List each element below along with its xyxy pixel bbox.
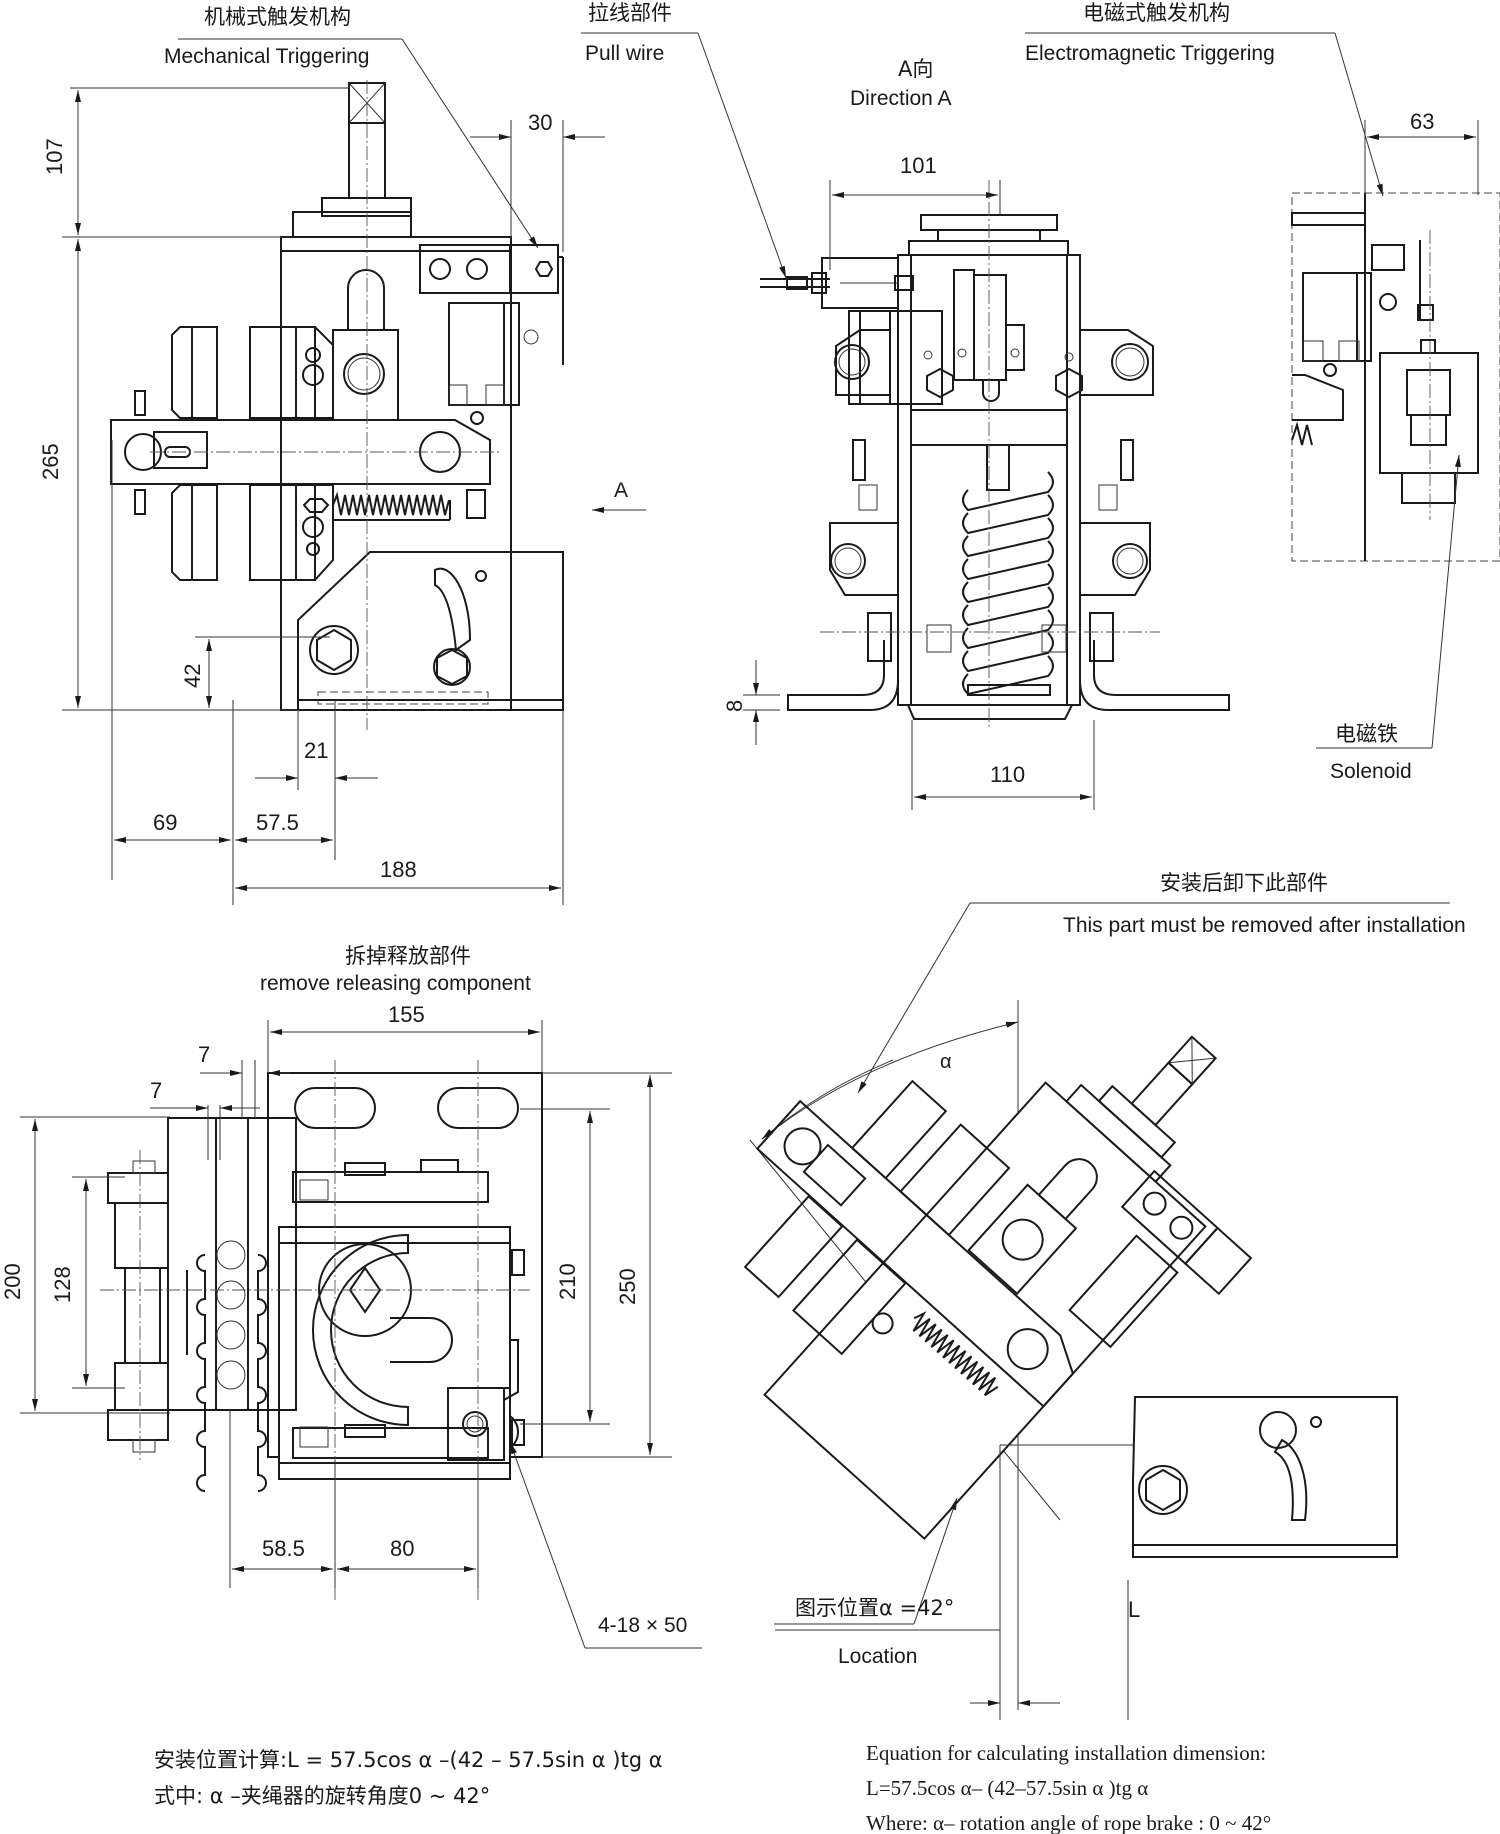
dim-155: 155: [388, 1002, 425, 1027]
electromagnetic-triggering-en: Electromagnetic Triggering: [1025, 42, 1275, 65]
tension-spring: [332, 491, 450, 516]
electromagnetic-triggering-cn: 电磁式触发机构: [1083, 1, 1230, 25]
plan-view: 拆掉释放部件 remove releasing component: [0, 944, 702, 1649]
remove-component-cn: 拆掉释放部件: [345, 944, 471, 968]
slot-spec-label: 4-18 × 50: [598, 1614, 687, 1637]
main-lever: [110, 419, 491, 485]
dim-110: 110: [990, 762, 1025, 787]
dim-63: 63: [1410, 109, 1434, 134]
dim-265: 265: [38, 443, 63, 480]
dim-101: 101: [900, 153, 937, 178]
mechanical-triggering-cn: 机械式触发机构: [204, 5, 351, 29]
solenoid-en: Solenoid: [1330, 760, 1412, 783]
remove-after-installation-en: This part must be removed after installa…: [1063, 914, 1466, 937]
remove-after-installation-cn: 安装后卸下此部件: [1160, 871, 1328, 895]
pull-wire-en: Pull wire: [585, 42, 664, 65]
dim-57-5: 57.5: [256, 810, 299, 835]
pull-wire-cn: 拉线部件: [588, 1, 672, 25]
dim-210: 210: [555, 1263, 580, 1300]
formulas: 安装位置计算:L = 57.5cos α –(42 – 57.5sin α )t…: [154, 1741, 1271, 1834]
remove-component-en: remove releasing component: [260, 972, 531, 995]
location-en: Location: [838, 1645, 917, 1668]
dim-188: 188: [380, 857, 417, 882]
view-arrow-a-label: A: [614, 479, 628, 502]
main-body: [280, 236, 512, 711]
direction-a-cn: A向: [898, 57, 933, 81]
mechanical-triggering-en: Mechanical Triggering: [164, 45, 369, 68]
dim-69: 69: [153, 810, 177, 835]
formula-en-line1: Equation for calculating installation di…: [866, 1741, 1266, 1765]
location-alpha-cn: 图示位置α =42°: [795, 1596, 954, 1620]
dim-58-5: 58.5: [262, 1536, 305, 1561]
l-label: L: [1128, 1597, 1140, 1622]
dim-7-upper: 7: [198, 1042, 210, 1067]
rotated-base-plate: [1132, 1396, 1398, 1558]
dim-21: 21: [304, 738, 328, 763]
dim-42: 42: [180, 664, 205, 688]
rotated-view: 安装后卸下此部件 This part must be removed after…: [743, 871, 1466, 1720]
rotated-brake-assembly: [743, 1035, 1253, 1541]
compression-spring: [962, 471, 1054, 696]
side-view: 电磁式触发机构 Electromagnetic Triggering 63 电磁…: [1025, 1, 1500, 783]
alpha-label: α: [940, 1051, 952, 1073]
direction-a-view: A向 Direction A 拉线部件 Pull wire: [581, 1, 1230, 810]
dim-128: 128: [50, 1266, 75, 1303]
dim-200: 200: [0, 1263, 25, 1300]
dim-107: 107: [42, 138, 67, 175]
dim-250: 250: [615, 1268, 640, 1305]
formula-cn-line2: 式中: α –夹绳器的旋转角度0 ~ 42°: [154, 1784, 490, 1808]
dim-80: 80: [390, 1536, 414, 1561]
formula-cn-line1: 安装位置计算:L = 57.5cos α –(42 – 57.5sin α )t…: [154, 1748, 663, 1772]
rope-grooves: [196, 1240, 267, 1492]
formula-en-line3: Where: α– rotation angle of rope brake :…: [866, 1811, 1271, 1834]
dim-7-lower: 7: [150, 1078, 162, 1103]
dim-8: 8: [722, 700, 747, 712]
front-view: A 机械式触发机构 Mechanical Triggering 107 265 …: [38, 5, 646, 905]
base-plate: [297, 551, 564, 711]
direction-a-en: Direction A: [850, 87, 952, 110]
formula-en-line2: L=57.5cos α– (42–57.5sin α )tg α: [866, 1776, 1148, 1800]
dim-30: 30: [528, 110, 552, 135]
solenoid-cn: 电磁铁: [1335, 722, 1398, 746]
